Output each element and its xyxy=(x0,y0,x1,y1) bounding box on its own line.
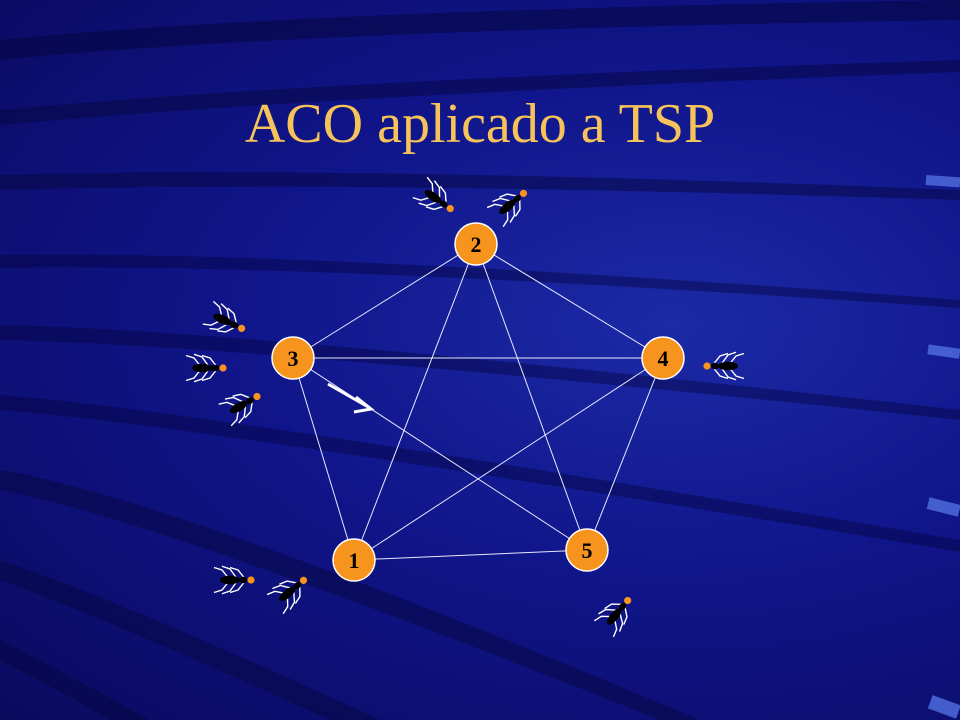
edge-2-5 xyxy=(475,243,588,551)
edge-1-2 xyxy=(353,243,477,561)
node-label: 3 xyxy=(288,346,299,371)
ant-icon xyxy=(703,351,745,381)
ant-icon xyxy=(185,353,227,383)
node-1: 1 xyxy=(332,538,376,582)
node-circle xyxy=(565,528,609,572)
ant-icon xyxy=(593,596,632,638)
edge-1-3 xyxy=(292,357,355,561)
ant-icon xyxy=(213,565,255,595)
node-circle xyxy=(641,336,685,380)
edge-1-5 xyxy=(353,549,588,561)
node-4: 4 xyxy=(641,336,685,380)
slide-title: ACO aplicado a TSP xyxy=(244,93,716,155)
graph-nodes: 1 2 3 4 5 xyxy=(271,222,685,582)
arrow-icon xyxy=(327,382,375,414)
edge-4-5 xyxy=(586,357,664,551)
edge-2-4 xyxy=(475,243,664,359)
node-circle xyxy=(332,538,376,582)
ant-icon xyxy=(218,392,261,427)
graph-ants xyxy=(185,176,745,638)
node-5: 5 xyxy=(565,528,609,572)
edge-2-3 xyxy=(292,243,477,359)
node-circle xyxy=(454,222,498,266)
node-2: 2 xyxy=(454,222,498,266)
ant-icon xyxy=(266,576,308,615)
node-label: 5 xyxy=(582,538,593,563)
graph-edges xyxy=(292,243,664,561)
node-label: 1 xyxy=(349,548,360,573)
ant-icon xyxy=(486,189,528,228)
node-label: 2 xyxy=(471,232,482,257)
graph-arrows xyxy=(327,382,375,414)
ant-icon xyxy=(412,176,454,213)
node-circle xyxy=(271,336,315,380)
edge-1-4 xyxy=(353,357,664,561)
edge-3-5 xyxy=(292,357,588,551)
node-3: 3 xyxy=(271,336,315,380)
node-label: 4 xyxy=(658,346,669,371)
ant-icon xyxy=(202,300,246,333)
